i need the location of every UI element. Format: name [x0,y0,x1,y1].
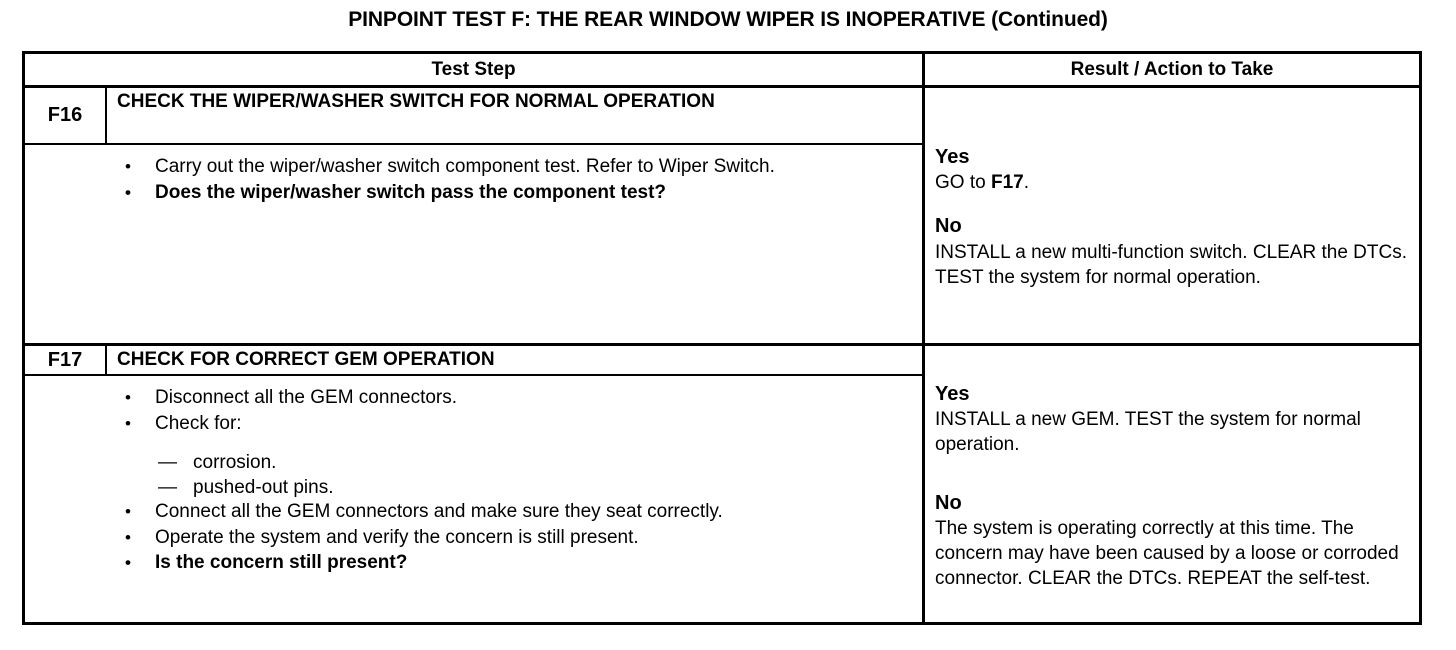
test-step-cell-f16: F16 CHECK THE WIPER/WASHER SWITCH FOR NO… [25,88,922,343]
sub-list-item-text: corrosion. [193,452,277,474]
result-action-cell-f17: Yes INSTALL a new GEM. TEST the system f… [922,346,1419,625]
sub-list-item: — pushed-out pins. [25,476,922,500]
result-action-cell-f16: Yes GO to F17. No INSTALL a new multi-fu… [922,88,1419,343]
column-header-result-action: Result / Action to Take [922,54,1419,85]
bullet-icon: • [125,501,131,521]
list-item: • Does the wiper/washer switch pass the … [25,181,922,206]
list-item: • Connect all the GEM connectors and mak… [25,500,922,525]
test-step-cell-f17: F17 CHECK FOR CORRECT GEM OPERATION • Di… [25,346,922,625]
list-item-text: Does the wiper/washer switch pass the co… [155,181,667,203]
step-body-f16: • Carry out the wiper/washer switch comp… [25,145,922,343]
pinpoint-test-table: Test Step Result / Action to Take F16 CH… [22,51,1422,625]
result-text-no-f16: INSTALL a new multi-function switch. CLE… [935,241,1407,288]
result-text-tail: . [1023,172,1029,194]
bullet-icon: • [125,157,131,176]
step-head-f17: F17 CHECK FOR CORRECT GEM OPERATION [25,346,922,376]
result-label-yes-f16: Yes [935,146,970,168]
bullet-icon: • [125,182,131,202]
result-text-no-f17: The system is operating correctly at thi… [935,517,1399,590]
bullet-icon: • [125,553,131,573]
step-id-f16: F16 [25,88,107,143]
result-label-no-f17: No [935,491,962,514]
list-item-text: Disconnect all the GEM connectors. [155,387,458,408]
step-head-f16: F16 CHECK THE WIPER/WASHER SWITCH FOR NO… [25,88,922,145]
table-row: F17 CHECK FOR CORRECT GEM OPERATION • Di… [25,346,1419,625]
list-item: • Carry out the wiper/washer switch comp… [25,155,922,180]
result-text-yes-f17: INSTALL a new GEM. TEST the system for n… [935,409,1361,456]
list-item: • Disconnect all the GEM connectors. [25,386,922,411]
list-item: • Check for: [25,412,922,437]
table-row: F16 CHECK THE WIPER/WASHER SWITCH FOR NO… [25,88,1419,346]
step-body-f17: • Disconnect all the GEM connectors. • C… [25,376,922,625]
list-item-text: Carry out the wiper/washer switch compon… [155,156,775,177]
step-title-f16: CHECK THE WIPER/WASHER SWITCH FOR NORMAL… [117,91,715,112]
column-header-test-step: Test Step [431,58,516,80]
list-item: • Operate the system and verify the conc… [25,526,922,551]
bullet-icon: • [125,527,131,547]
dash-icon: — [158,452,177,474]
list-item-text: Operate the system and verify the concer… [155,526,639,548]
sub-list-item-text: pushed-out pins. [193,476,334,498]
result-text-emphasis: F17 [990,172,1024,194]
list-item-text: Check for: [155,412,242,434]
dash-icon: — [158,476,177,498]
result-label-no-f16: No [935,215,962,238]
step-id-f17: F17 [25,346,107,374]
bullet-icon: • [125,413,131,433]
list-item-text: Is the concern still present? [155,552,408,574]
sub-list-item: — corrosion. [25,451,922,475]
step-title-f17: CHECK FOR CORRECT GEM OPERATION [117,349,495,370]
list-item: • Is the concern still present? [25,551,922,576]
result-label-yes-f17: Yes [935,383,970,405]
result-text-yes-f16: GO to F17. [935,170,1407,195]
table-header-row: Test Step Result / Action to Take [25,54,1419,88]
list-item-text: Connect all the GEM connectors and make … [155,500,723,522]
result-text-lead: GO to [935,172,991,194]
page-title: PINPOINT TEST F: THE REAR WINDOW WIPER I… [348,8,1108,31]
bullet-icon: • [125,388,131,407]
